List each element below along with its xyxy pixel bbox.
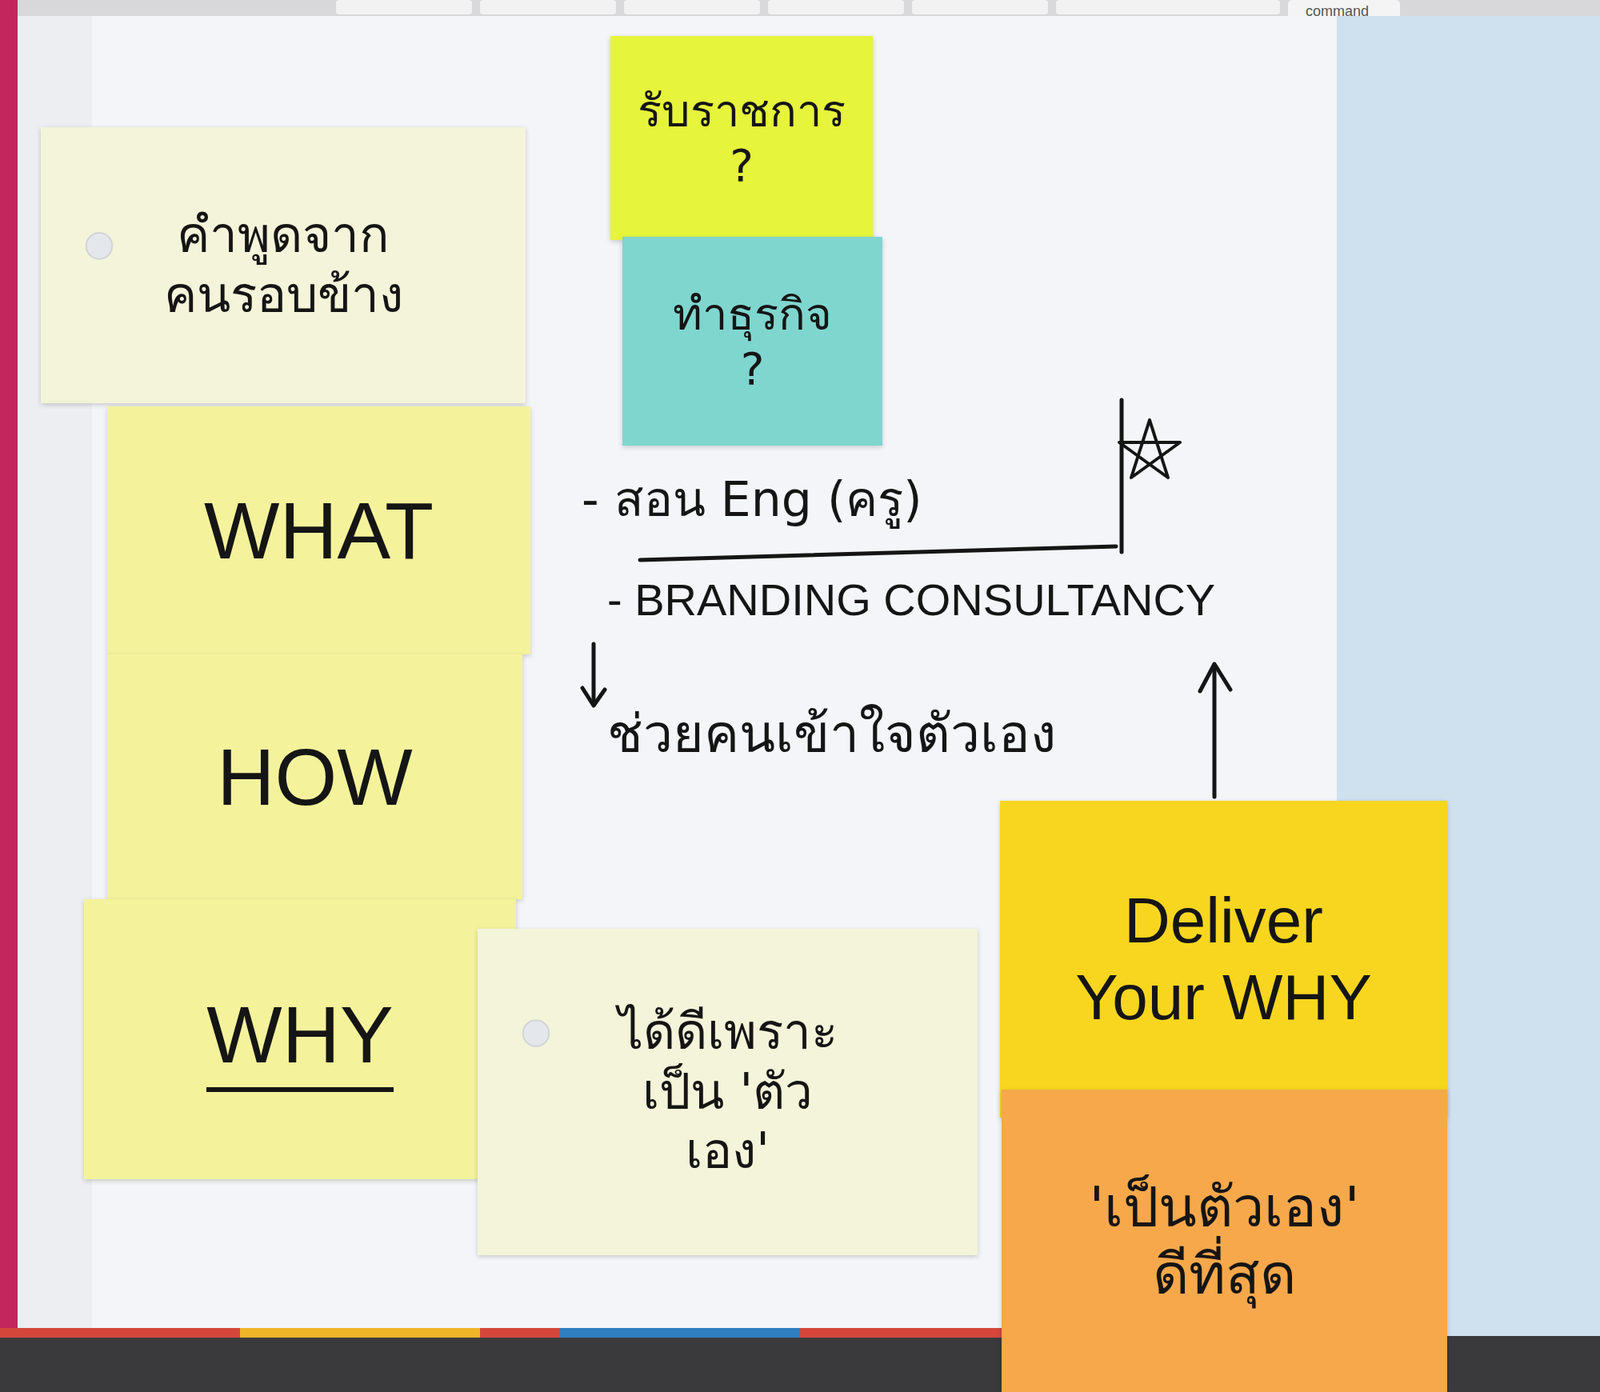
key-label: command: [1305, 3, 1369, 20]
sticky-note: HOW: [107, 654, 523, 900]
sticky-note: WHAT: [107, 406, 531, 655]
sticky-note: WHY: [84, 899, 516, 1180]
handwritten-note: - สอน Eng (ครู): [581, 472, 923, 528]
handwritten-note: ช่วยคนเข้าใจตัวเอง: [607, 704, 1056, 765]
index-card: ได้ดีเพราะ เป็น 'ตัวเอง': [477, 928, 978, 1256]
note-text: ทำธุรกิจ ?: [670, 287, 835, 395]
note-text: ได้ดีเพราะ เป็น 'ตัวเอง': [602, 1002, 853, 1181]
sticky-note: รับราชการ ?: [610, 36, 873, 240]
handwritten-note: - BRANDING CONSULTANCY: [607, 574, 1216, 626]
note-text: HOW: [216, 728, 412, 825]
note-text: คำพูดจาก คนรอบข้าง: [164, 205, 404, 325]
index-card: คำพูดจาก คนรอบข้าง: [40, 127, 526, 404]
note-text: WHY: [206, 986, 393, 1092]
note-text: 'เป็นตัวเอง' ดีที่สุด: [1086, 1173, 1363, 1308]
note-text: Deliver Your WHY: [1064, 882, 1384, 1036]
sticky-note: Deliver Your WHY: [1000, 800, 1448, 1118]
note-text: รับราชการ ?: [635, 84, 848, 192]
sticky-note: ทำธุรกิจ ?: [622, 236, 883, 446]
note-text: WHAT: [204, 482, 434, 579]
sticky-note: 'เป็นตัวเอง' ดีที่สุด: [1001, 1089, 1448, 1392]
